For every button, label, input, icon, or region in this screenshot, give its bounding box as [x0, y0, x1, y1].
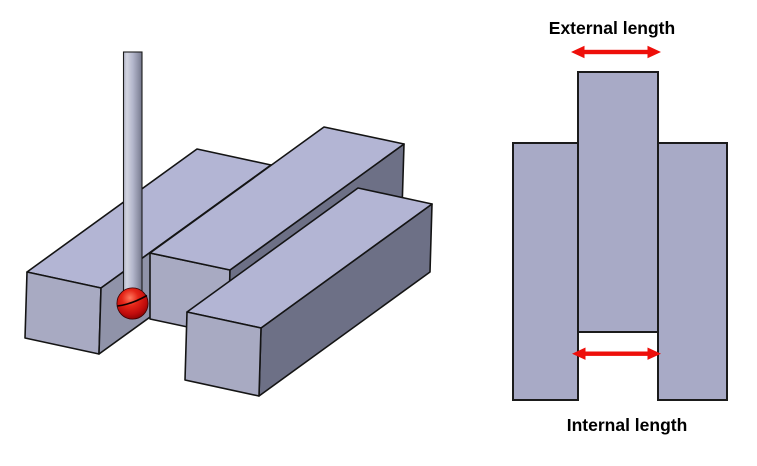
internal-length-label: Internal length	[567, 415, 688, 435]
probe-3d-scene	[24, 51, 433, 397]
external-length-label: External length	[549, 18, 675, 38]
center-block-top-face	[149, 126, 405, 271]
probe-stylus	[122, 51, 143, 299]
external-arrow-right-head	[647, 45, 661, 59]
probe-stylus-shaft	[122, 51, 143, 299]
internal-arrow-left-head	[572, 347, 586, 360]
external-length-arrow	[571, 45, 661, 59]
internal-length-arrow	[572, 347, 661, 360]
top-view-2d: External length Internal length	[512, 18, 728, 435]
internal-arrow-right-head	[647, 347, 661, 360]
probe-ball	[116, 287, 149, 320]
external-arrow-shaft	[580, 49, 652, 55]
external-arrow-left-head	[571, 45, 585, 59]
blocks-2d	[512, 71, 728, 401]
internal-arrow-shaft	[581, 351, 652, 356]
right-block-3d	[184, 187, 433, 397]
center-block-2d	[577, 71, 659, 333]
right-block-2d	[657, 142, 728, 401]
probe-ball-sphere	[116, 287, 149, 320]
right-block-front-face	[184, 311, 262, 397]
probe-ball-seam	[117, 294, 148, 307]
left-block-2d	[512, 142, 579, 401]
